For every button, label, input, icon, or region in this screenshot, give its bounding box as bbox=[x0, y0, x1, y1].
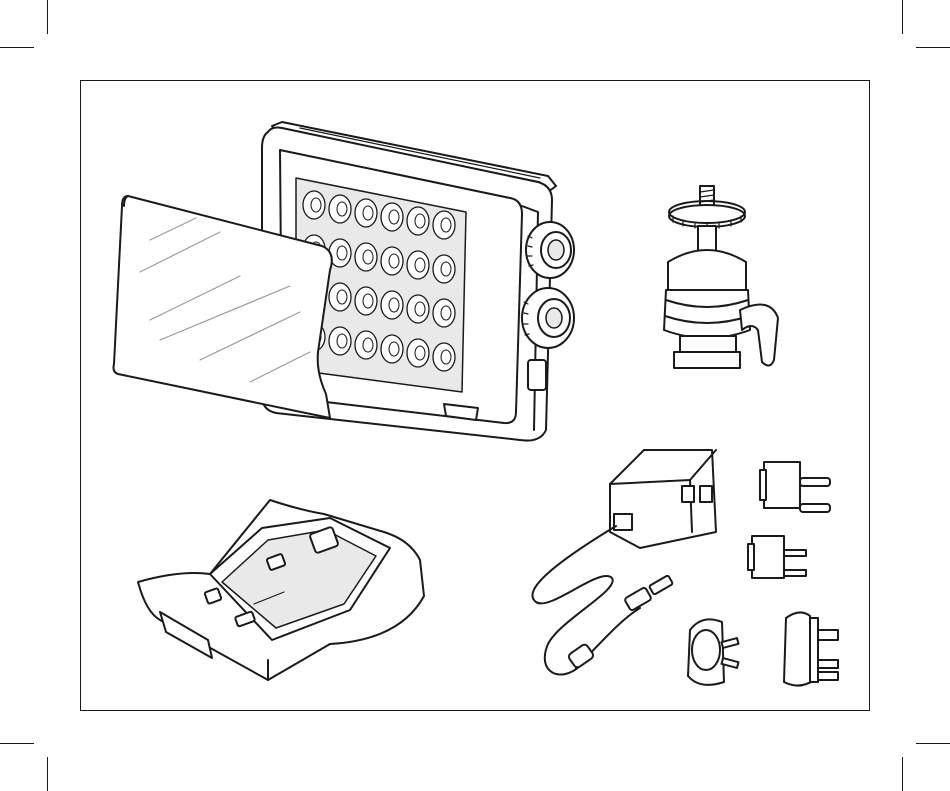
led-lens bbox=[381, 203, 403, 231]
ferrite-core bbox=[567, 643, 594, 669]
led-lens bbox=[355, 331, 377, 359]
led-lens bbox=[355, 287, 377, 315]
led-lens bbox=[329, 327, 351, 355]
led-lens bbox=[381, 335, 403, 363]
led-lens bbox=[329, 283, 351, 311]
ball-head-mount bbox=[664, 186, 778, 368]
plug-adapter-au bbox=[688, 619, 739, 685]
led-lens bbox=[329, 195, 351, 223]
led-lens bbox=[433, 343, 455, 371]
plug-adapter-eu bbox=[760, 462, 830, 512]
led-lens bbox=[433, 299, 455, 327]
led-lens bbox=[381, 291, 403, 319]
cable-strain-relief bbox=[614, 514, 632, 530]
led-lens bbox=[407, 339, 429, 367]
adapter-prong bbox=[682, 486, 694, 502]
plug-adapter-uk bbox=[784, 612, 838, 685]
plug-adapter-us bbox=[748, 536, 806, 578]
led-lens bbox=[407, 207, 429, 235]
led-lens bbox=[355, 199, 377, 227]
led-lens bbox=[303, 191, 325, 219]
ac-power-adapter bbox=[532, 450, 716, 675]
hot-shoe-foot bbox=[674, 352, 740, 368]
led-lens bbox=[355, 243, 377, 271]
dimmer-knob-top bbox=[526, 222, 574, 278]
dimmer-knob-bottom bbox=[522, 288, 574, 348]
led-lens bbox=[433, 255, 455, 283]
led-lens bbox=[407, 295, 429, 323]
led-lens bbox=[381, 247, 403, 275]
power-port bbox=[528, 360, 546, 390]
lock-lever bbox=[740, 305, 778, 366]
led-lens bbox=[433, 211, 455, 239]
dc-plug bbox=[624, 587, 652, 611]
battery-adapter-plate bbox=[138, 500, 424, 680]
led-lens bbox=[407, 251, 429, 279]
